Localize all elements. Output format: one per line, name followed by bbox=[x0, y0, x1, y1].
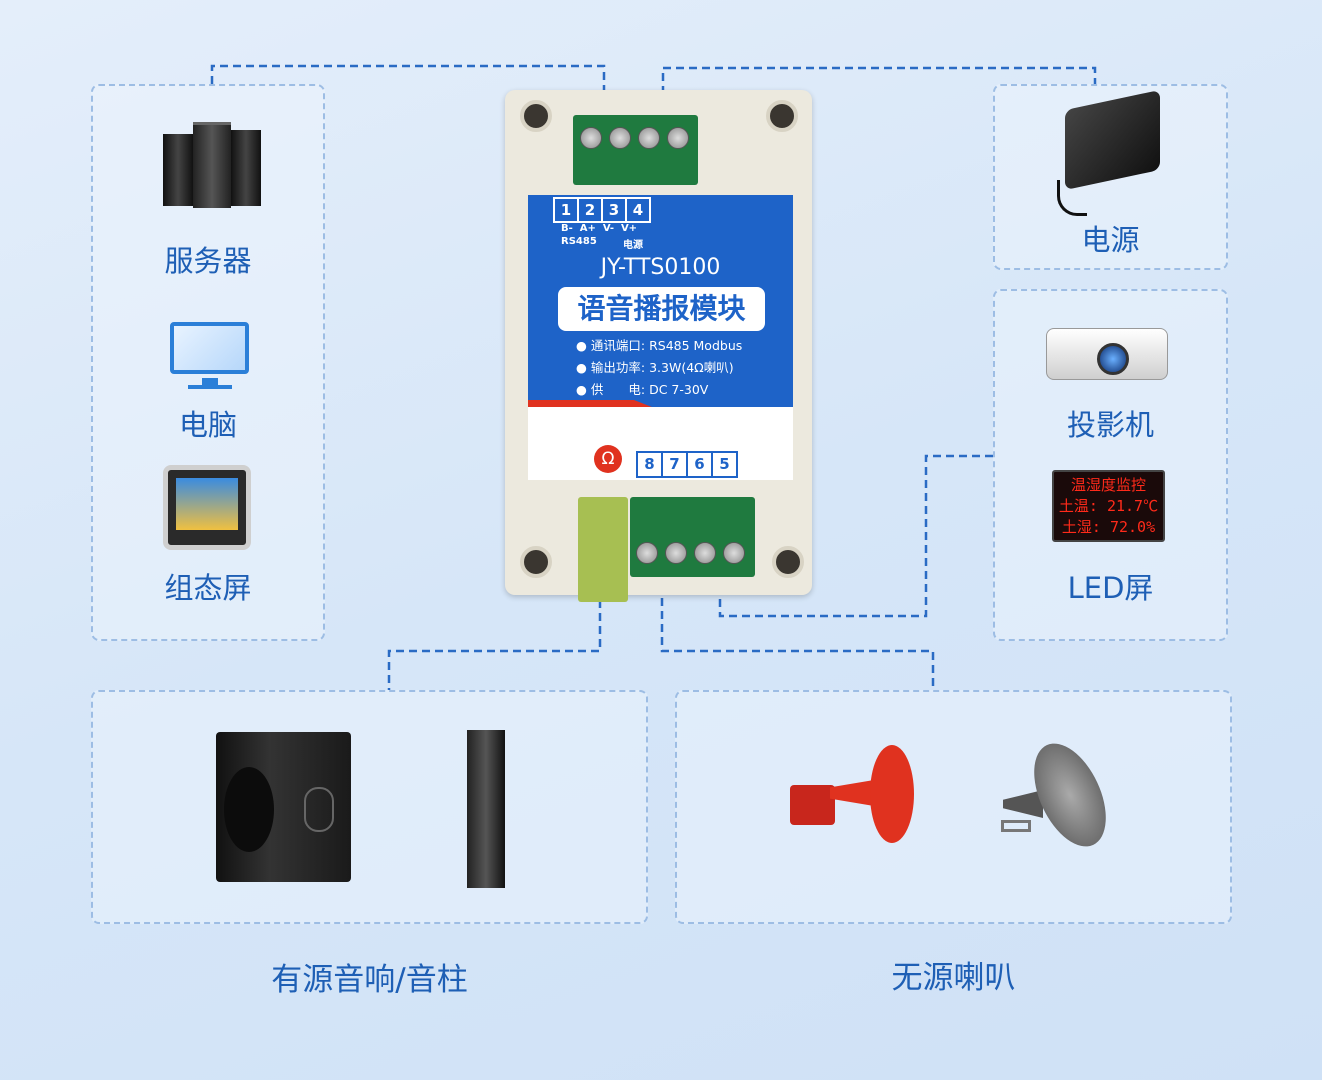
active-speaker-box bbox=[91, 690, 648, 924]
rs485-label: RS485 bbox=[561, 236, 597, 247]
spec-supply: ● 供 电: DC 7-30V bbox=[576, 382, 709, 397]
pin-2: 2 bbox=[577, 197, 603, 223]
label-server: 服务器 bbox=[164, 244, 252, 278]
omega-icon: Ω bbox=[594, 445, 622, 473]
monitor-icon bbox=[170, 322, 249, 389]
led-line-3: 土湿: 72.0% bbox=[1061, 518, 1156, 536]
pin-1: 1 bbox=[553, 197, 579, 223]
spec-text: 供 电: DC 7-30V bbox=[590, 382, 709, 397]
module-title: 语音播报模块 bbox=[558, 287, 765, 331]
connector-active-speaker bbox=[387, 600, 602, 690]
led-line-2: 土温: 21.7℃ bbox=[1058, 497, 1159, 515]
pin-6: 6 bbox=[686, 451, 713, 478]
label-hmi: 组态屏 bbox=[164, 571, 252, 605]
connector-display-to-module bbox=[718, 454, 993, 618]
spec-text: 通讯端口: RS485 Modbus bbox=[590, 338, 743, 353]
projector-icon bbox=[1046, 328, 1168, 380]
pin-3: 3 bbox=[601, 197, 627, 223]
spec-interface: ● 通讯端口: RS485 Modbus bbox=[576, 338, 743, 353]
pin-8: 8 bbox=[636, 451, 663, 478]
mount-hole bbox=[772, 546, 804, 578]
spec-text: 输出功率: 3.3W(4Ω喇叭) bbox=[590, 360, 734, 375]
power-pins-label: 电源 bbox=[623, 240, 643, 251]
pin-5: 5 bbox=[711, 451, 738, 478]
red-horn-speaker-icon bbox=[790, 745, 915, 845]
connector-passive-horn bbox=[660, 585, 935, 690]
model-number: JY-TTS0100 bbox=[600, 255, 721, 280]
spec-output: ● 输出功率: 3.3W(4Ω喇叭) bbox=[576, 360, 734, 375]
power-cable-icon bbox=[1057, 180, 1087, 216]
label-projector: 投影机 bbox=[1066, 408, 1154, 442]
hmi-touchscreen-icon bbox=[163, 465, 251, 550]
mount-hole bbox=[520, 546, 552, 578]
pin-7: 7 bbox=[661, 451, 688, 478]
pin-labels: B- A+ V- V+ bbox=[561, 223, 638, 234]
gray-horn-speaker-icon bbox=[995, 732, 1121, 858]
top-terminal-block bbox=[573, 115, 698, 185]
led-display-icon: 温湿度监控 土温: 21.7℃ 土湿: 72.0% bbox=[1052, 470, 1165, 542]
label-computer: 电脑 bbox=[178, 408, 237, 442]
mount-hole bbox=[766, 100, 798, 132]
column-speaker-icon bbox=[467, 730, 505, 888]
pin-4: 4 bbox=[625, 197, 651, 223]
label-active-speaker: 有源音响/音柱 bbox=[271, 962, 468, 998]
label-passive-horn: 无源喇叭 bbox=[891, 960, 1016, 996]
passive-horn-box bbox=[675, 690, 1232, 924]
mount-hole bbox=[520, 100, 552, 132]
audio-jack-icon bbox=[578, 497, 628, 602]
active-speaker-icon bbox=[216, 732, 351, 882]
led-line-1: 温湿度监控 bbox=[1070, 476, 1146, 494]
label-led: LED屏 bbox=[1067, 571, 1154, 605]
label-power: 电源 bbox=[1081, 223, 1140, 257]
bottom-terminal-block bbox=[630, 497, 755, 577]
